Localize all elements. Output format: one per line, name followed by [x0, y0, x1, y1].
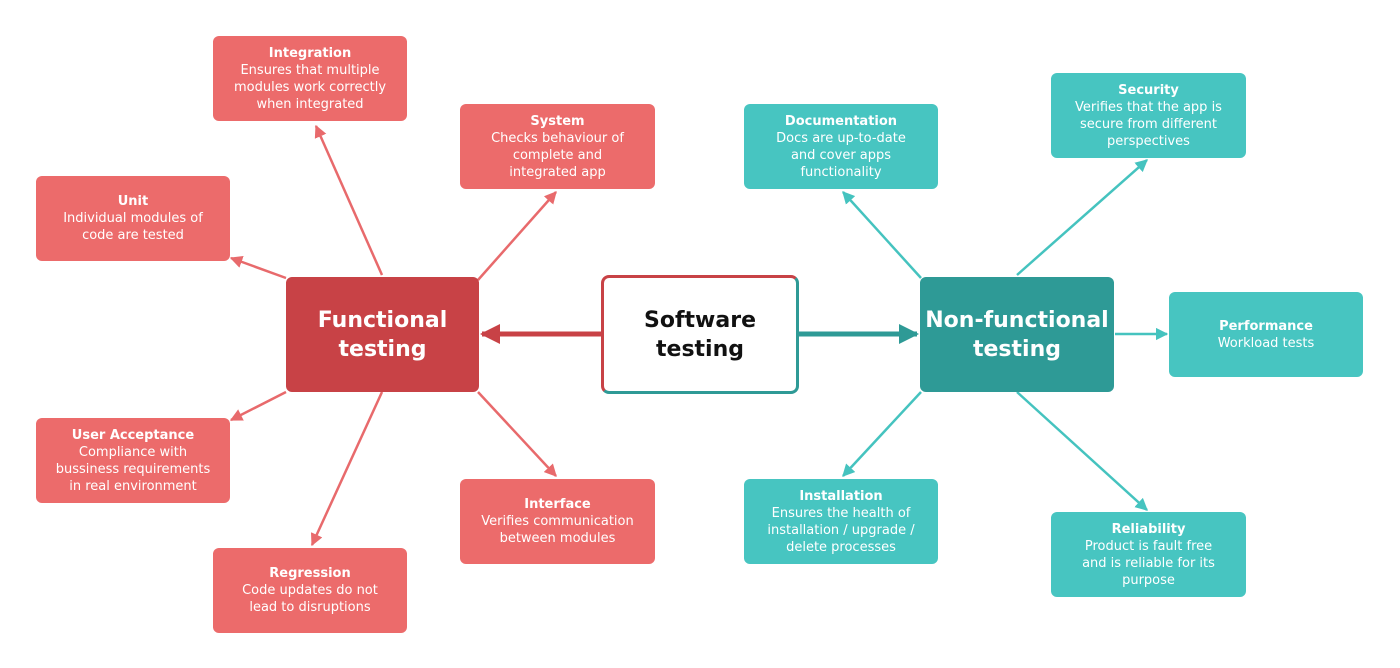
- security-title: Security: [1118, 82, 1179, 98]
- unit-title: Unit: [117, 194, 149, 209]
- arrow-documentation: [842, 191, 922, 279]
- performance-node: Performance Workload tests: [1169, 292, 1363, 377]
- user-acceptance-node: User Acceptance Compliance with bussines…: [36, 418, 230, 503]
- reliability-node: Reliability Product is fault free and is…: [1051, 512, 1246, 597]
- system-description: Checks behaviour of complete and integra…: [491, 130, 624, 180]
- arrow-installation: [842, 391, 922, 477]
- arrow-integration: [314, 124, 384, 276]
- installation-description: Ensures the health of installation / upg…: [767, 505, 915, 555]
- arrow-regression: [310, 391, 384, 547]
- interface-description: Verifies communication between modules: [481, 514, 634, 546]
- integration-title: Integration: [268, 45, 352, 61]
- performance-description: Workload tests: [1217, 335, 1315, 351]
- user-acceptance-description: Compliance with bussiness requirements i…: [55, 444, 211, 494]
- documentation-title: Documentation: [784, 113, 898, 129]
- software-testing-node: Software testing: [601, 275, 799, 394]
- functional-testing-label: Functional testing: [317, 307, 448, 362]
- unit-description: Individual modules of code are tested: [63, 211, 203, 243]
- documentation-description: Docs are up-to-date and cover apps funct…: [776, 130, 906, 180]
- unit-node: Unit Individual modules of code are test…: [36, 176, 230, 261]
- nonfunctional-testing-label: Non-functional testing: [925, 307, 1109, 362]
- reliability-description: Product is fault free and is reliable fo…: [1082, 538, 1215, 588]
- arrow-reliability: [1016, 391, 1148, 511]
- security-node: Security Verifies that the app is secure…: [1051, 73, 1246, 158]
- arrow-interface: [477, 391, 557, 477]
- arrow-user-acceptance: [229, 390, 287, 422]
- regression-node: Regression Code updates do not lead to d…: [213, 548, 407, 633]
- reliability-title: Reliability: [1111, 521, 1186, 537]
- integration-description: Ensures that multiple modules work corre…: [233, 62, 387, 112]
- nonfunctional-testing-node: Non-functional testing: [920, 277, 1114, 392]
- installation-title: Installation: [799, 488, 883, 504]
- arrow-system: [477, 191, 557, 281]
- security-description: Verifies that the app is secure from dif…: [1075, 99, 1222, 149]
- performance-title: Performance: [1219, 318, 1313, 334]
- regression-description: Code updates do not lead to disruptions: [242, 583, 378, 615]
- arrow-security: [1016, 159, 1148, 276]
- system-title: System: [530, 113, 585, 129]
- software-testing-label: Software testing: [644, 307, 756, 362]
- integration-node: Integration Ensures that multiple module…: [213, 36, 407, 121]
- installation-node: Installation Ensures the health of insta…: [744, 479, 938, 564]
- system-node: System Checks behaviour of complete and …: [460, 104, 655, 189]
- functional-testing-node: Functional testing: [286, 277, 479, 392]
- arrow-unit: [229, 255, 287, 280]
- user-acceptance-title: User Acceptance: [71, 427, 195, 443]
- interface-node: Interface Verifies communication between…: [460, 479, 655, 564]
- regression-title: Regression: [269, 566, 351, 581]
- documentation-node: Documentation Docs are up-to-date and co…: [744, 104, 938, 189]
- interface-title: Interface: [524, 497, 591, 512]
